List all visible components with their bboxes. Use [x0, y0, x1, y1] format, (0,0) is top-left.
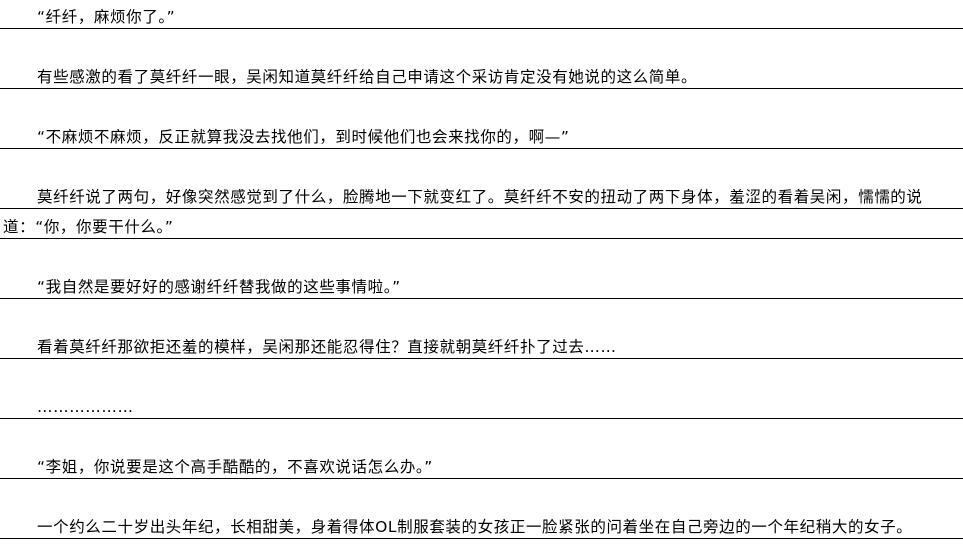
text-line: 莫纤纤说了两句，好像突然感觉到了什么，脸腾地一下就变红了。莫纤纤不安的扭动了两下…: [0, 185, 963, 209]
text-line: 看着莫纤纤那欲拒还羞的模样，吴闲那还能忍得住？直接就朝莫纤纤扑了过去……: [0, 335, 963, 359]
text-line: ………………: [0, 395, 963, 419]
text-line: 一个约么二十岁出头年纪，长相甜美，身着得体OL制服套装的女孩正一脸紧张的问着坐在…: [0, 515, 963, 539]
text-line: “不麻烦不麻烦，反正就算我没去找他们，到时候他们也会来找你的，啊—”: [0, 125, 963, 149]
text-line: “纤纤，麻烦你了。”: [0, 5, 963, 29]
text-line: “我自然是要好好的感谢纤纤替我做的这些事情啦。”: [0, 275, 963, 299]
text-line: 有些感激的看了莫纤纤一眼，吴闲知道莫纤纤给自己申请这个采访肯定没有她说的这么简单…: [0, 65, 963, 89]
text-line: 道：“你，你要干什么。”: [0, 215, 963, 239]
text-line: “李姐，你说要是这个高手酷酷的，不喜欢说话怎么办。”: [0, 455, 963, 479]
